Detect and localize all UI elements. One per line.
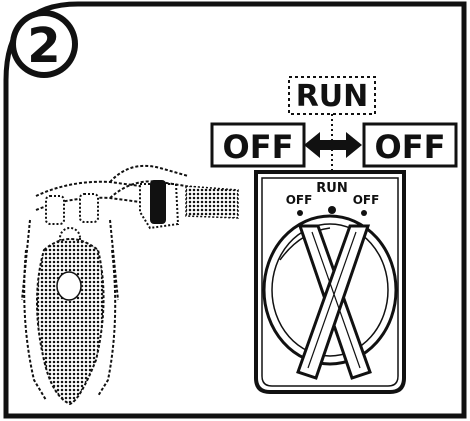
step-number: 2 (27, 18, 60, 74)
indicator-dot-right (361, 210, 367, 216)
off-left-label: OFF (223, 128, 294, 166)
indicator-dot-left (297, 210, 303, 216)
run-label-box: RUN (289, 77, 375, 114)
switch-closeup: OFF RUN OFF (256, 172, 404, 392)
run-label: RUN (296, 79, 369, 114)
indicator-dot-center (328, 206, 336, 214)
off-right-label: OFF (375, 128, 446, 166)
handlebar-grip (186, 186, 238, 218)
step-number-badge: 2 (10, 10, 78, 78)
handlebar-illustration (22, 166, 238, 404)
off-left-label-box: OFF (212, 124, 304, 166)
kill-switch (150, 180, 166, 224)
off-right-label-box: OFF (364, 124, 456, 166)
face-run: RUN (316, 181, 347, 196)
face-off-right: OFF (353, 193, 380, 207)
face-off-left: OFF (286, 193, 313, 207)
fuel-tank (37, 239, 104, 404)
